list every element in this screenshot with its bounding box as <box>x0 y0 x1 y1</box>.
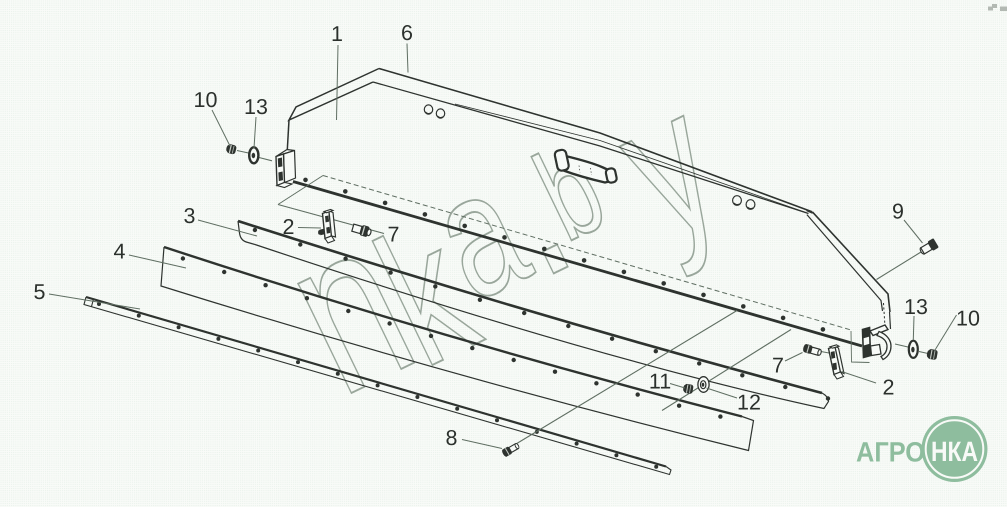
svg-text:7: 7 <box>772 354 784 378</box>
svg-text:13: 13 <box>244 95 268 119</box>
svg-text:5: 5 <box>34 280 46 304</box>
svg-text:13: 13 <box>904 295 928 319</box>
svg-text:9: 9 <box>892 200 904 224</box>
svg-text:4: 4 <box>114 240 126 264</box>
svg-text:2: 2 <box>883 376 895 400</box>
svg-text:7: 7 <box>388 223 400 247</box>
svg-text:НКА: НКА <box>931 436 978 467</box>
svg-text:1: 1 <box>331 22 343 46</box>
svg-text:8: 8 <box>446 426 458 450</box>
svg-text:12: 12 <box>737 391 761 415</box>
svg-text:10: 10 <box>956 307 980 331</box>
svg-text:3: 3 <box>184 204 196 228</box>
svg-text:10: 10 <box>194 88 218 112</box>
svg-text:2: 2 <box>283 215 295 239</box>
svg-text:АГРО: АГРО <box>856 437 925 468</box>
svg-text:11: 11 <box>649 370 671 394</box>
svg-text:6: 6 <box>401 21 413 45</box>
